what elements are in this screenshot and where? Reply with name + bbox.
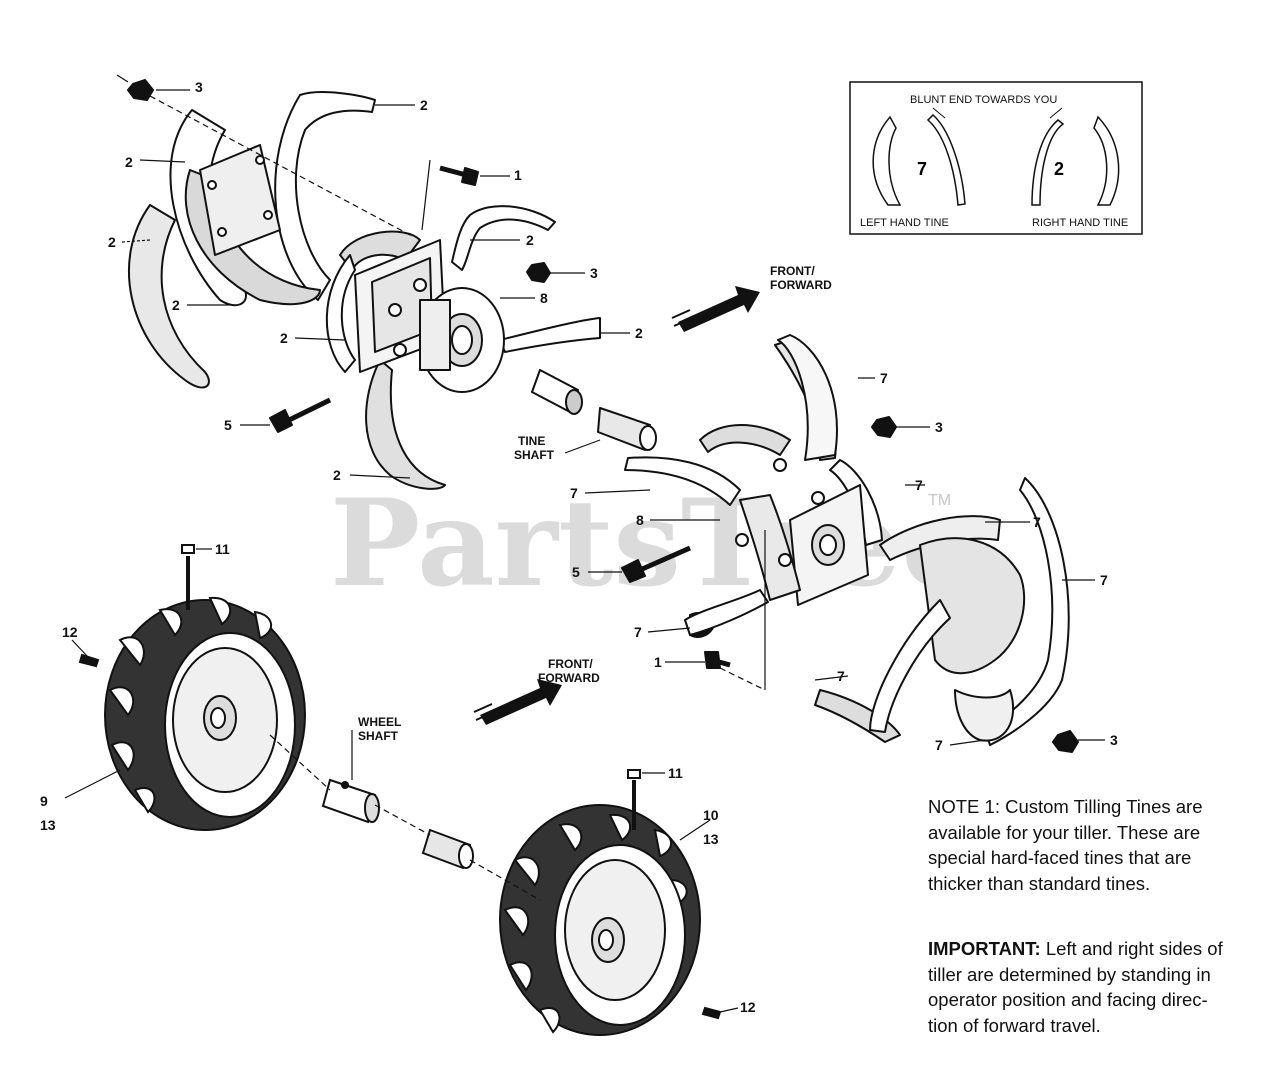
callout-2-hub-left: 2 <box>280 330 288 346</box>
callout-7-left-b: 7 <box>634 624 642 640</box>
inset-right-number: 2 <box>1054 159 1064 179</box>
callout-12-left: 12 <box>62 624 78 640</box>
wheel-shaft-label-2: SHAFT <box>358 729 399 743</box>
callout-7-right-b: 7 <box>1033 514 1041 530</box>
callout-2-hub-right: 2 <box>635 325 643 341</box>
forward-arrow-upper <box>671 286 760 332</box>
inset-left-caption: LEFT HAND TINE <box>860 217 949 229</box>
callout-2-left-upper: 2 <box>125 154 133 170</box>
callout-11-left: 11 <box>215 541 230 557</box>
upper-tine-assembly <box>127 79 657 490</box>
callout-7-right-a: 7 <box>915 477 923 493</box>
callout-8-lower: 8 <box>636 512 644 528</box>
inset-left-number: 7 <box>917 159 927 179</box>
forward-label-lower-1: FRONT/ <box>548 657 593 671</box>
note-1-text: NOTE 1: Custom Tilling Tines are availab… <box>928 796 1203 894</box>
important-label: IMPORTANT: <box>928 938 1041 959</box>
note-1: NOTE 1: Custom Tilling Tines are availab… <box>928 794 1248 896</box>
callout-7-low: 7 <box>837 668 845 684</box>
callout-7-bottom: 7 <box>935 737 943 753</box>
forward-arrow-lower <box>473 679 562 725</box>
callout-7-far-right: 7 <box>1100 572 1108 588</box>
callout-7-top: 7 <box>880 370 888 386</box>
callout-1-upper: 1 <box>514 167 522 183</box>
leader-lines <box>64 74 1105 1013</box>
watermark: PartsTree <box>330 473 977 614</box>
tine-shaft-label-1: TINE <box>518 434 545 448</box>
callout-10: 10 <box>703 807 719 823</box>
callout-7-left-a: 7 <box>570 485 578 501</box>
callout-3-right: 3 <box>935 419 943 435</box>
callout-5-upper: 5 <box>224 417 232 433</box>
callout-13-right: 13 <box>703 831 719 847</box>
callout-13-left: 13 <box>40 817 56 833</box>
callout-numbers: 3 2 2 1 2 2 3 2 8 2 2 5 2 7 3 7 7 8 7 5 … <box>40 79 1118 1015</box>
callout-9: 9 <box>40 793 48 809</box>
wheel-shaft-label-1: WHEEL <box>358 715 401 729</box>
callout-5-lower: 5 <box>572 564 580 580</box>
important-note: IMPORTANT: Left and right sides of tille… <box>928 936 1248 1038</box>
forward-label-upper-1: FRONT/ <box>770 264 815 278</box>
callout-3-top: 3 <box>195 79 203 95</box>
callout-12-right: 12 <box>740 999 756 1015</box>
inset-heading: BLUNT END TOWARDS YOU <box>910 94 1057 106</box>
important-text: Left and right sides of tiller are deter… <box>928 938 1223 1036</box>
callout-2-bottom: 2 <box>333 467 341 483</box>
forward-label-lower-2: FORWARD <box>538 671 600 685</box>
callout-8-upper: 8 <box>540 290 548 306</box>
inset-right-caption: RIGHT HAND TINE <box>1032 217 1128 229</box>
callout-2-left-mid: 2 <box>108 234 116 250</box>
callout-2-top-right: 2 <box>420 97 428 113</box>
callout-1-lower: 1 <box>654 654 662 670</box>
callout-2-left-low: 2 <box>172 297 180 313</box>
right-wheel <box>499 769 722 1036</box>
tine-shaft-label-2: SHAFT <box>514 448 555 462</box>
left-wheel <box>78 544 306 831</box>
callout-2-mid-right: 2 <box>526 232 534 248</box>
tine-orientation-inset: BLUNT END TOWARDS YOU 7 2 LEFT HAND TINE… <box>849 81 1143 235</box>
watermark-trademark: TM <box>928 492 951 509</box>
callout-3-bottom: 3 <box>1110 732 1118 748</box>
callout-11-right: 11 <box>668 765 683 781</box>
forward-label-upper-2: FORWARD <box>770 278 832 292</box>
lower-tine-assembly <box>621 334 1079 753</box>
callout-3-mid: 3 <box>590 265 598 281</box>
wheel-shaft <box>321 778 474 870</box>
